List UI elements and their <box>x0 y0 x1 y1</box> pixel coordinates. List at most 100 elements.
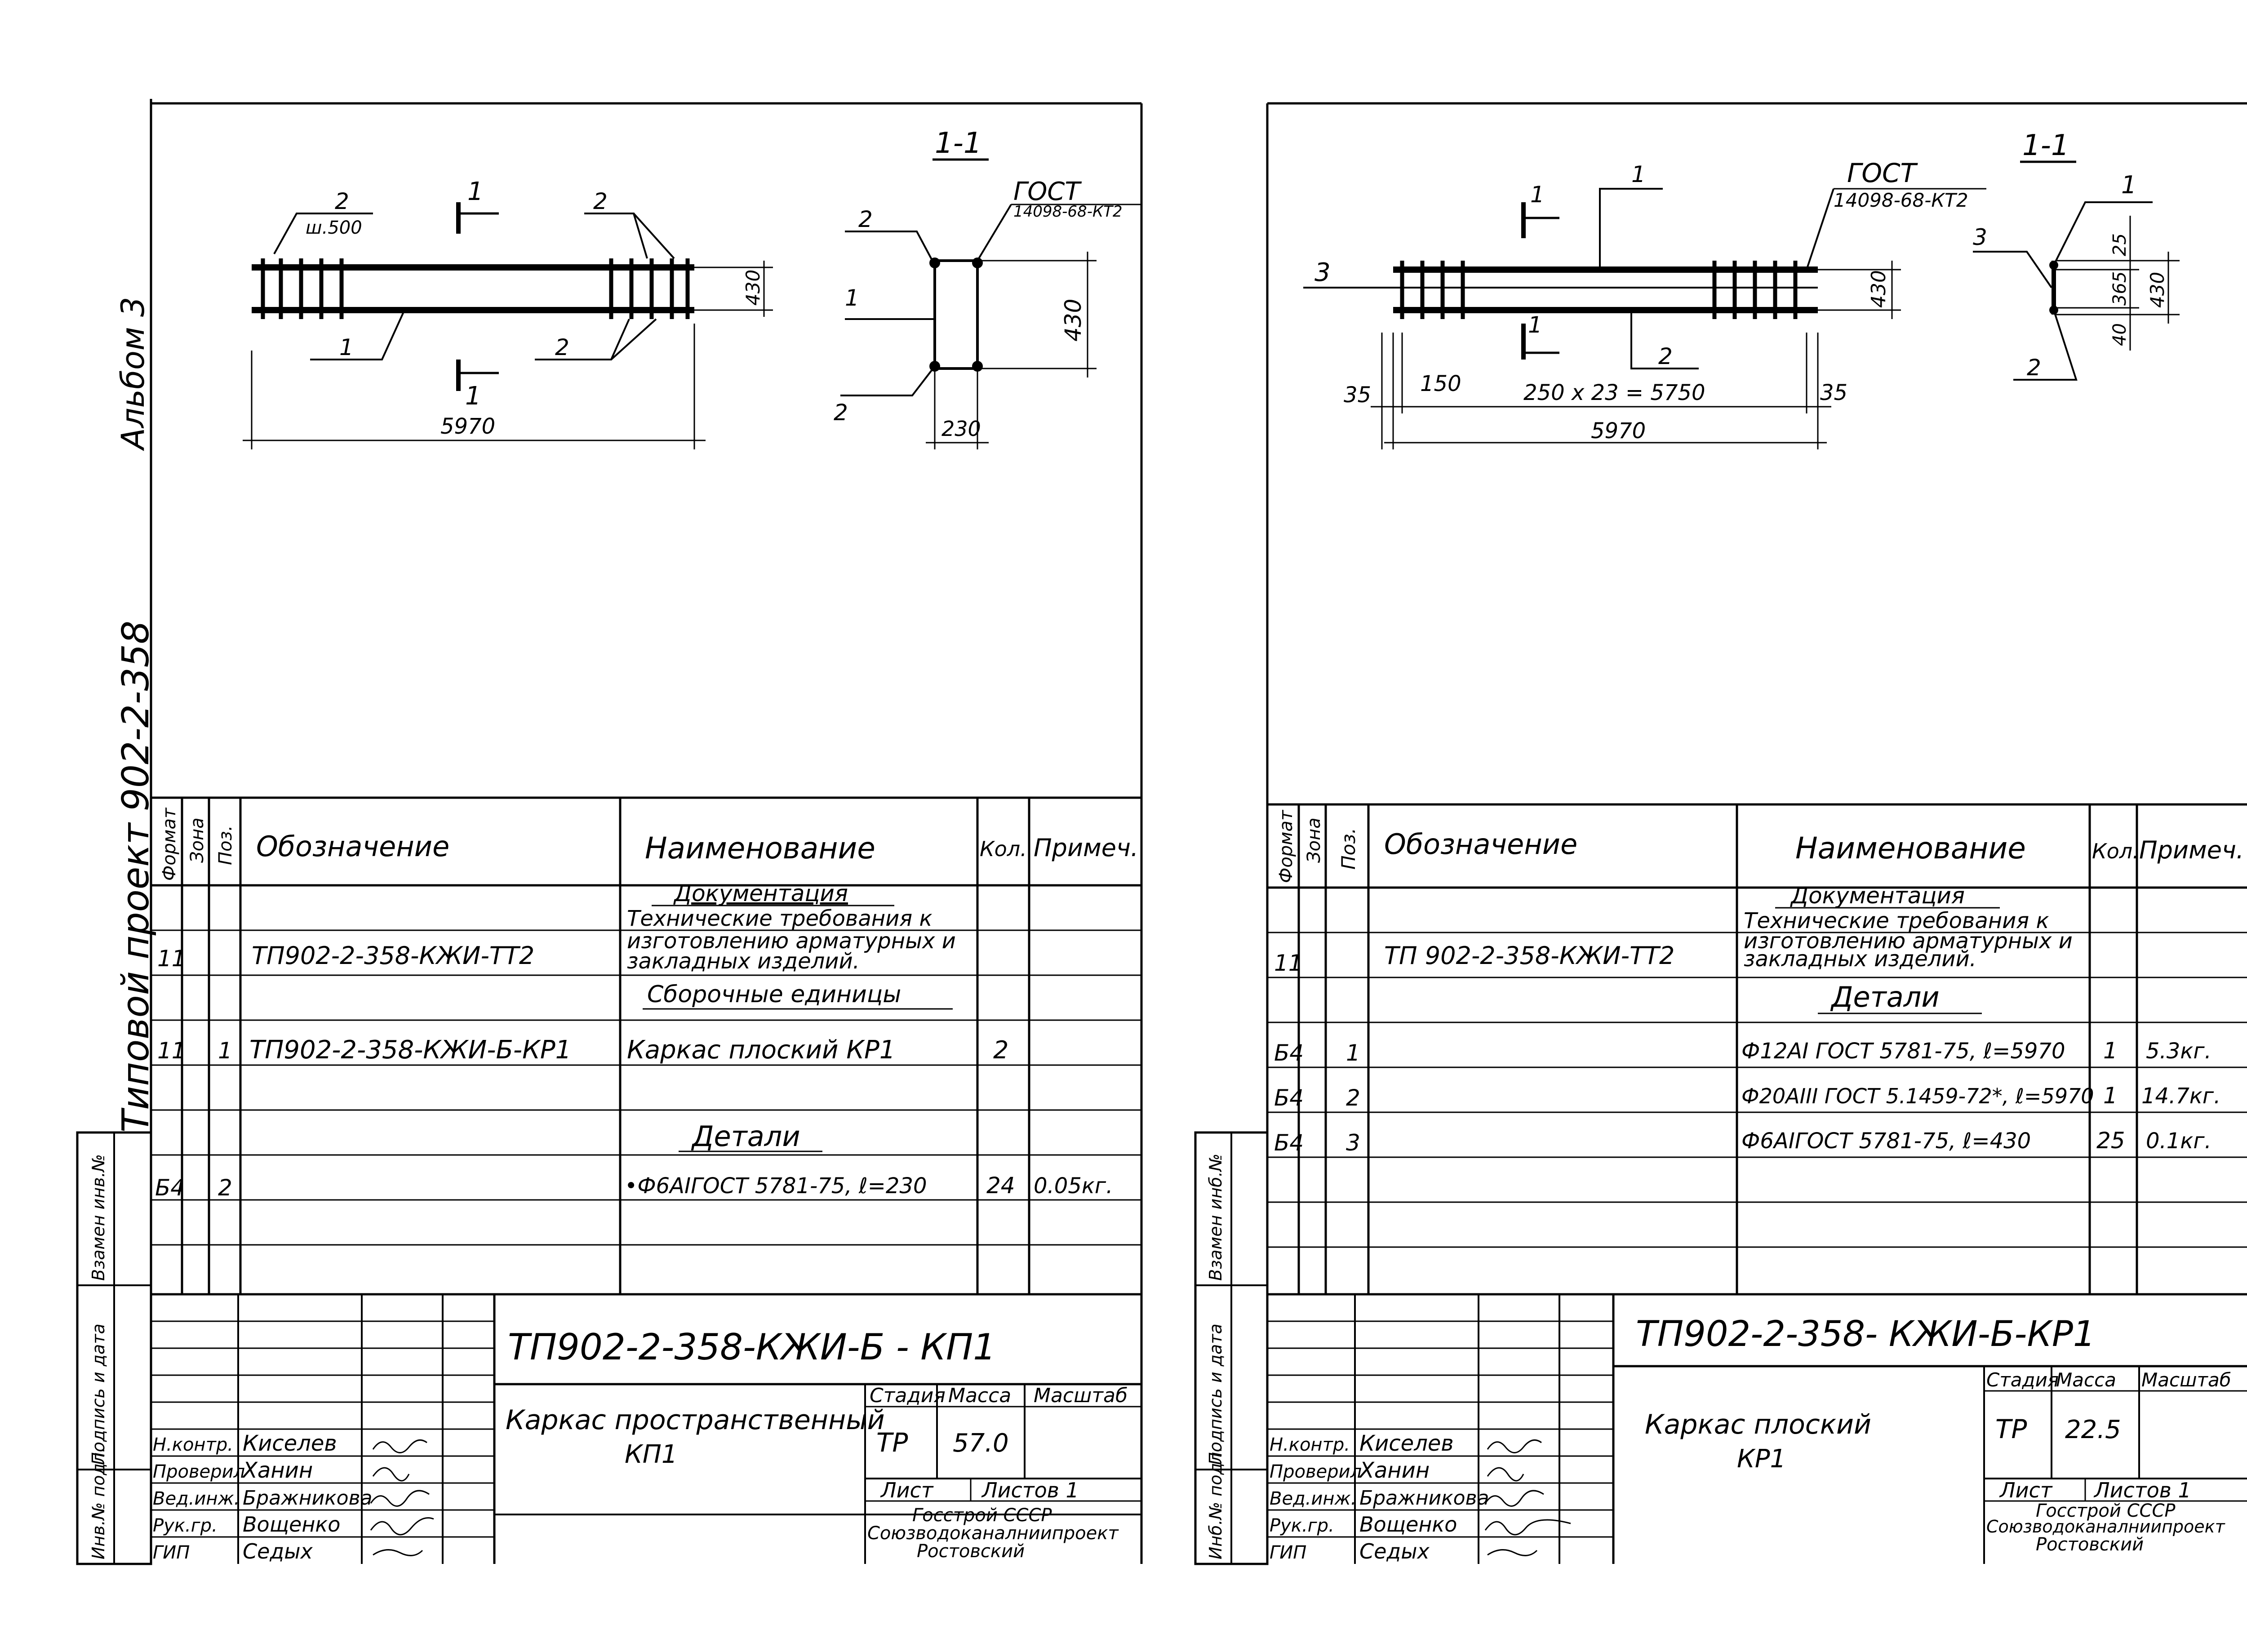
org2-l2: Союзводоканалниипроект <box>1986 1517 2226 1537</box>
hdr-qty: Кол. <box>980 837 1027 861</box>
signature2-5 <box>1487 1549 1538 1556</box>
hdr2-format: Формат <box>1276 809 1297 883</box>
role2-nkontr: Н.контр. <box>1270 1434 1350 1455</box>
doc-format: 11 <box>157 946 186 972</box>
margin-col-replace: Взамен инв.№ <box>89 1154 108 1281</box>
role-group: Рук.гр. <box>153 1515 218 1536</box>
section2-pos1: 1 <box>2121 171 2136 199</box>
margin2-col-inv: Инб.№ подл. <box>1206 1447 1226 1559</box>
d2-row2-format: Б4 <box>1274 1085 1304 1111</box>
label-stage: Стадия <box>870 1384 946 1407</box>
org2-l1: Госстрой СССР <box>2036 1501 2176 1521</box>
hdr2-zone: Зона <box>1304 817 1324 863</box>
signature-1 <box>372 1439 427 1453</box>
name2-group: Вощенко <box>1359 1512 1457 1537</box>
org-l3: Ростовский <box>917 1541 1025 1562</box>
section-details: Детали <box>691 1120 800 1153</box>
section-gost: ГОСТ <box>1013 177 1082 206</box>
hdr2-qty: Кол. <box>2092 839 2139 863</box>
sheet2-frame <box>1266 102 2247 1564</box>
plan2-gost-num: 14098-68-КТ2 <box>1834 189 1968 211</box>
d2-row2-pos: 2 <box>1346 1085 1360 1111</box>
middle-margin: Подпись и дата Взамен инб.№ Инб.№ подл. <box>1194 1131 1269 1565</box>
d2-row1-format: Б4 <box>1274 1040 1304 1066</box>
sheet1-title-l1: Каркас пространственный <box>506 1404 885 1436</box>
label2-stage: Стадия <box>1986 1369 2059 1391</box>
d2-row2-name: Ф20АIII ГОСТ 5.1459-72*, ℓ=5970 <box>1741 1084 2094 1108</box>
name2-nkontr: Киселев <box>1359 1431 1454 1456</box>
value2-mass: 22.5 <box>2065 1415 2121 1444</box>
detail-name: •Ф6АIГОСТ 5781-75, ℓ=230 <box>625 1173 927 1199</box>
signature2-2 <box>1487 1467 1524 1482</box>
plan2-gost: ГОСТ <box>1847 158 1918 188</box>
signature-3 <box>370 1490 430 1507</box>
section-documentation: Документация <box>673 880 848 906</box>
hdr2-note: Примеч. <box>2139 836 2244 864</box>
doc2-name-l3: закладных изделий. <box>1744 946 1976 972</box>
section2-dim-430: 430 <box>2146 272 2168 308</box>
value2-stage: ТР <box>1995 1414 2027 1444</box>
section-mark: 1-1 <box>935 127 982 160</box>
plan-pos1: 1 <box>339 334 354 360</box>
sheet2-title-l1: Каркас плоский <box>1645 1409 1871 1440</box>
sheet1-frame <box>150 99 1143 1564</box>
plan2-dim-spacing: 250 x 23 = 5750 <box>1523 380 1705 405</box>
plan2-dim-35a: 35 <box>1344 382 1371 408</box>
section-dim-230: 230 <box>941 417 981 441</box>
assembly-pos: 1 <box>218 1038 232 1064</box>
name-gip: Седых <box>243 1539 313 1563</box>
assembly-name: Каркас плоский КР1 <box>627 1035 895 1065</box>
d2-row1-pos: 1 <box>1346 1040 1360 1066</box>
role2-gip: ГИП <box>1270 1542 1306 1563</box>
name-lead: Бражникова <box>243 1487 372 1510</box>
doc-name-l3: закладных изделий. <box>627 949 860 974</box>
signature-4 <box>370 1517 434 1536</box>
left-margin: Альбом 3 Типовой проект 902-2-358 Подпис… <box>76 297 157 1565</box>
label-sheets: Листов 1 <box>981 1478 1079 1502</box>
sheet2-spec-table: Формат Зона Поз. Обозначение Наименовани… <box>1267 803 2247 1294</box>
doc-designation: ТП902-2-358-КЖИ-ТТ2 <box>252 941 534 970</box>
label2-scale: Масштаб <box>2141 1369 2231 1391</box>
d2-row1-note: 5.3кг. <box>2146 1039 2211 1064</box>
name-nkontr: Киселев <box>243 1431 337 1456</box>
plan-dim-430: 430 <box>742 270 764 306</box>
section2-details: Детали <box>1830 981 1940 1013</box>
signature2-1 <box>1487 1439 1542 1453</box>
section-pos2-top: 2 <box>858 206 873 232</box>
section2-mark: 1-1 <box>2022 129 2069 162</box>
section2-dim-40: 40 <box>2109 323 2130 346</box>
section-dim-430: 430 <box>1060 299 1086 342</box>
sheet2-code: ТП902-2-358- КЖИ-Б-КР1 <box>1636 1314 2096 1354</box>
hdr2-name: Наименование <box>1795 831 2026 866</box>
hdr-zone: Зона <box>187 817 208 863</box>
cut-mark-bottom: 1 <box>465 382 481 411</box>
album-label: Альбом 3 <box>115 297 151 451</box>
sheet1-title-block: Н.контр. Киселев Проверил Ханин Вед.инж.… <box>151 1293 1141 1564</box>
plan2-pos2: 2 <box>1658 343 1673 369</box>
plan2-pos3: 3 <box>1314 258 1331 287</box>
sheet1-code: ТП902-2-358-КЖИ-Б - КП1 <box>508 1326 996 1368</box>
section2-dim-365: 365 <box>2109 271 2130 306</box>
org-l1: Госстрой СССР <box>912 1505 1052 1526</box>
name2-gip: Седых <box>1359 1539 1430 1563</box>
d2-row3-note: 0.1кг. <box>2146 1128 2211 1154</box>
section-frame <box>933 259 979 370</box>
role2-lead: Вед.инж. <box>1270 1488 1356 1509</box>
sheet2-title-block: Н.контр. Киселев Проверил Ханин Вед.инж.… <box>1267 1293 2247 1564</box>
d2-row3-qty: 25 <box>2096 1128 2125 1154</box>
section-pos2-bottom: 2 <box>834 400 848 426</box>
role-nkontr: Н.контр. <box>153 1434 233 1455</box>
plan2-cut-bottom: 1 <box>1528 312 1542 338</box>
hdr-name: Наименование <box>645 831 875 866</box>
signature2-3 <box>1484 1490 1544 1507</box>
d2-row1-qty: 1 <box>2103 1038 2118 1064</box>
margin2-col-replace: Взамен инб.№ <box>1206 1154 1226 1281</box>
org-l2: Союзводоканалниипроект <box>867 1523 1119 1544</box>
d2-row3-pos: 3 <box>1346 1130 1360 1156</box>
d2-row3-format: Б4 <box>1274 1130 1304 1156</box>
role-gip: ГИП <box>153 1542 190 1563</box>
assembly-format: 11 <box>157 1038 186 1064</box>
section-assembly: Сборочные единицы <box>647 981 901 1008</box>
sheet2-drawing: 3 1 1 1 2 ГОСТ 14098-68-КТ2 430 35 150 2 <box>1303 129 2180 449</box>
assembly-designation: ТП902-2-358-КЖИ-Б-КР1 <box>249 1035 571 1065</box>
